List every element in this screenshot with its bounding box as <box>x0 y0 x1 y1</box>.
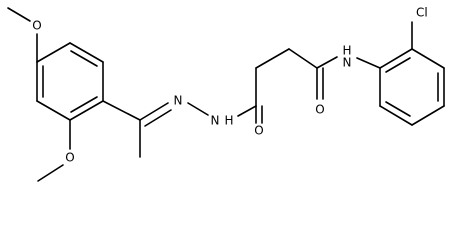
bottom-methoxy-group: O <box>37 119 75 182</box>
dimethoxyphenyl-ring <box>36 42 104 121</box>
chlorine-substituent: Cl <box>411 6 428 50</box>
chemical-structure: O O N N H O <box>7 6 445 182</box>
bottom-methoxy-oxygen: O <box>65 151 74 165</box>
chemical-structure-canvas: O O N N H O <box>7 5 445 182</box>
amide-nitrogen: N <box>343 56 352 70</box>
hydrazide-nitrogen: N <box>211 114 220 128</box>
amide-fragment: O H N <box>315 44 381 117</box>
chlorophenyl-ring <box>379 48 445 126</box>
succinyl-linker: O <box>237 48 318 138</box>
amide-hydrogen: H <box>342 44 351 58</box>
left-carbonyl-oxygen: O <box>254 124 263 138</box>
hydrazide-fragment: N H <box>187 102 234 128</box>
top-methoxy-oxygen: O <box>32 19 41 33</box>
chlorine-atom: Cl <box>416 6 428 20</box>
imine-fragment: N <box>102 94 183 158</box>
hydrazide-hydrogen: H <box>224 114 233 128</box>
imine-nitrogen: N <box>174 94 183 108</box>
right-carbonyl-oxygen: O <box>315 103 324 117</box>
top-methoxy-group: O <box>7 7 42 63</box>
